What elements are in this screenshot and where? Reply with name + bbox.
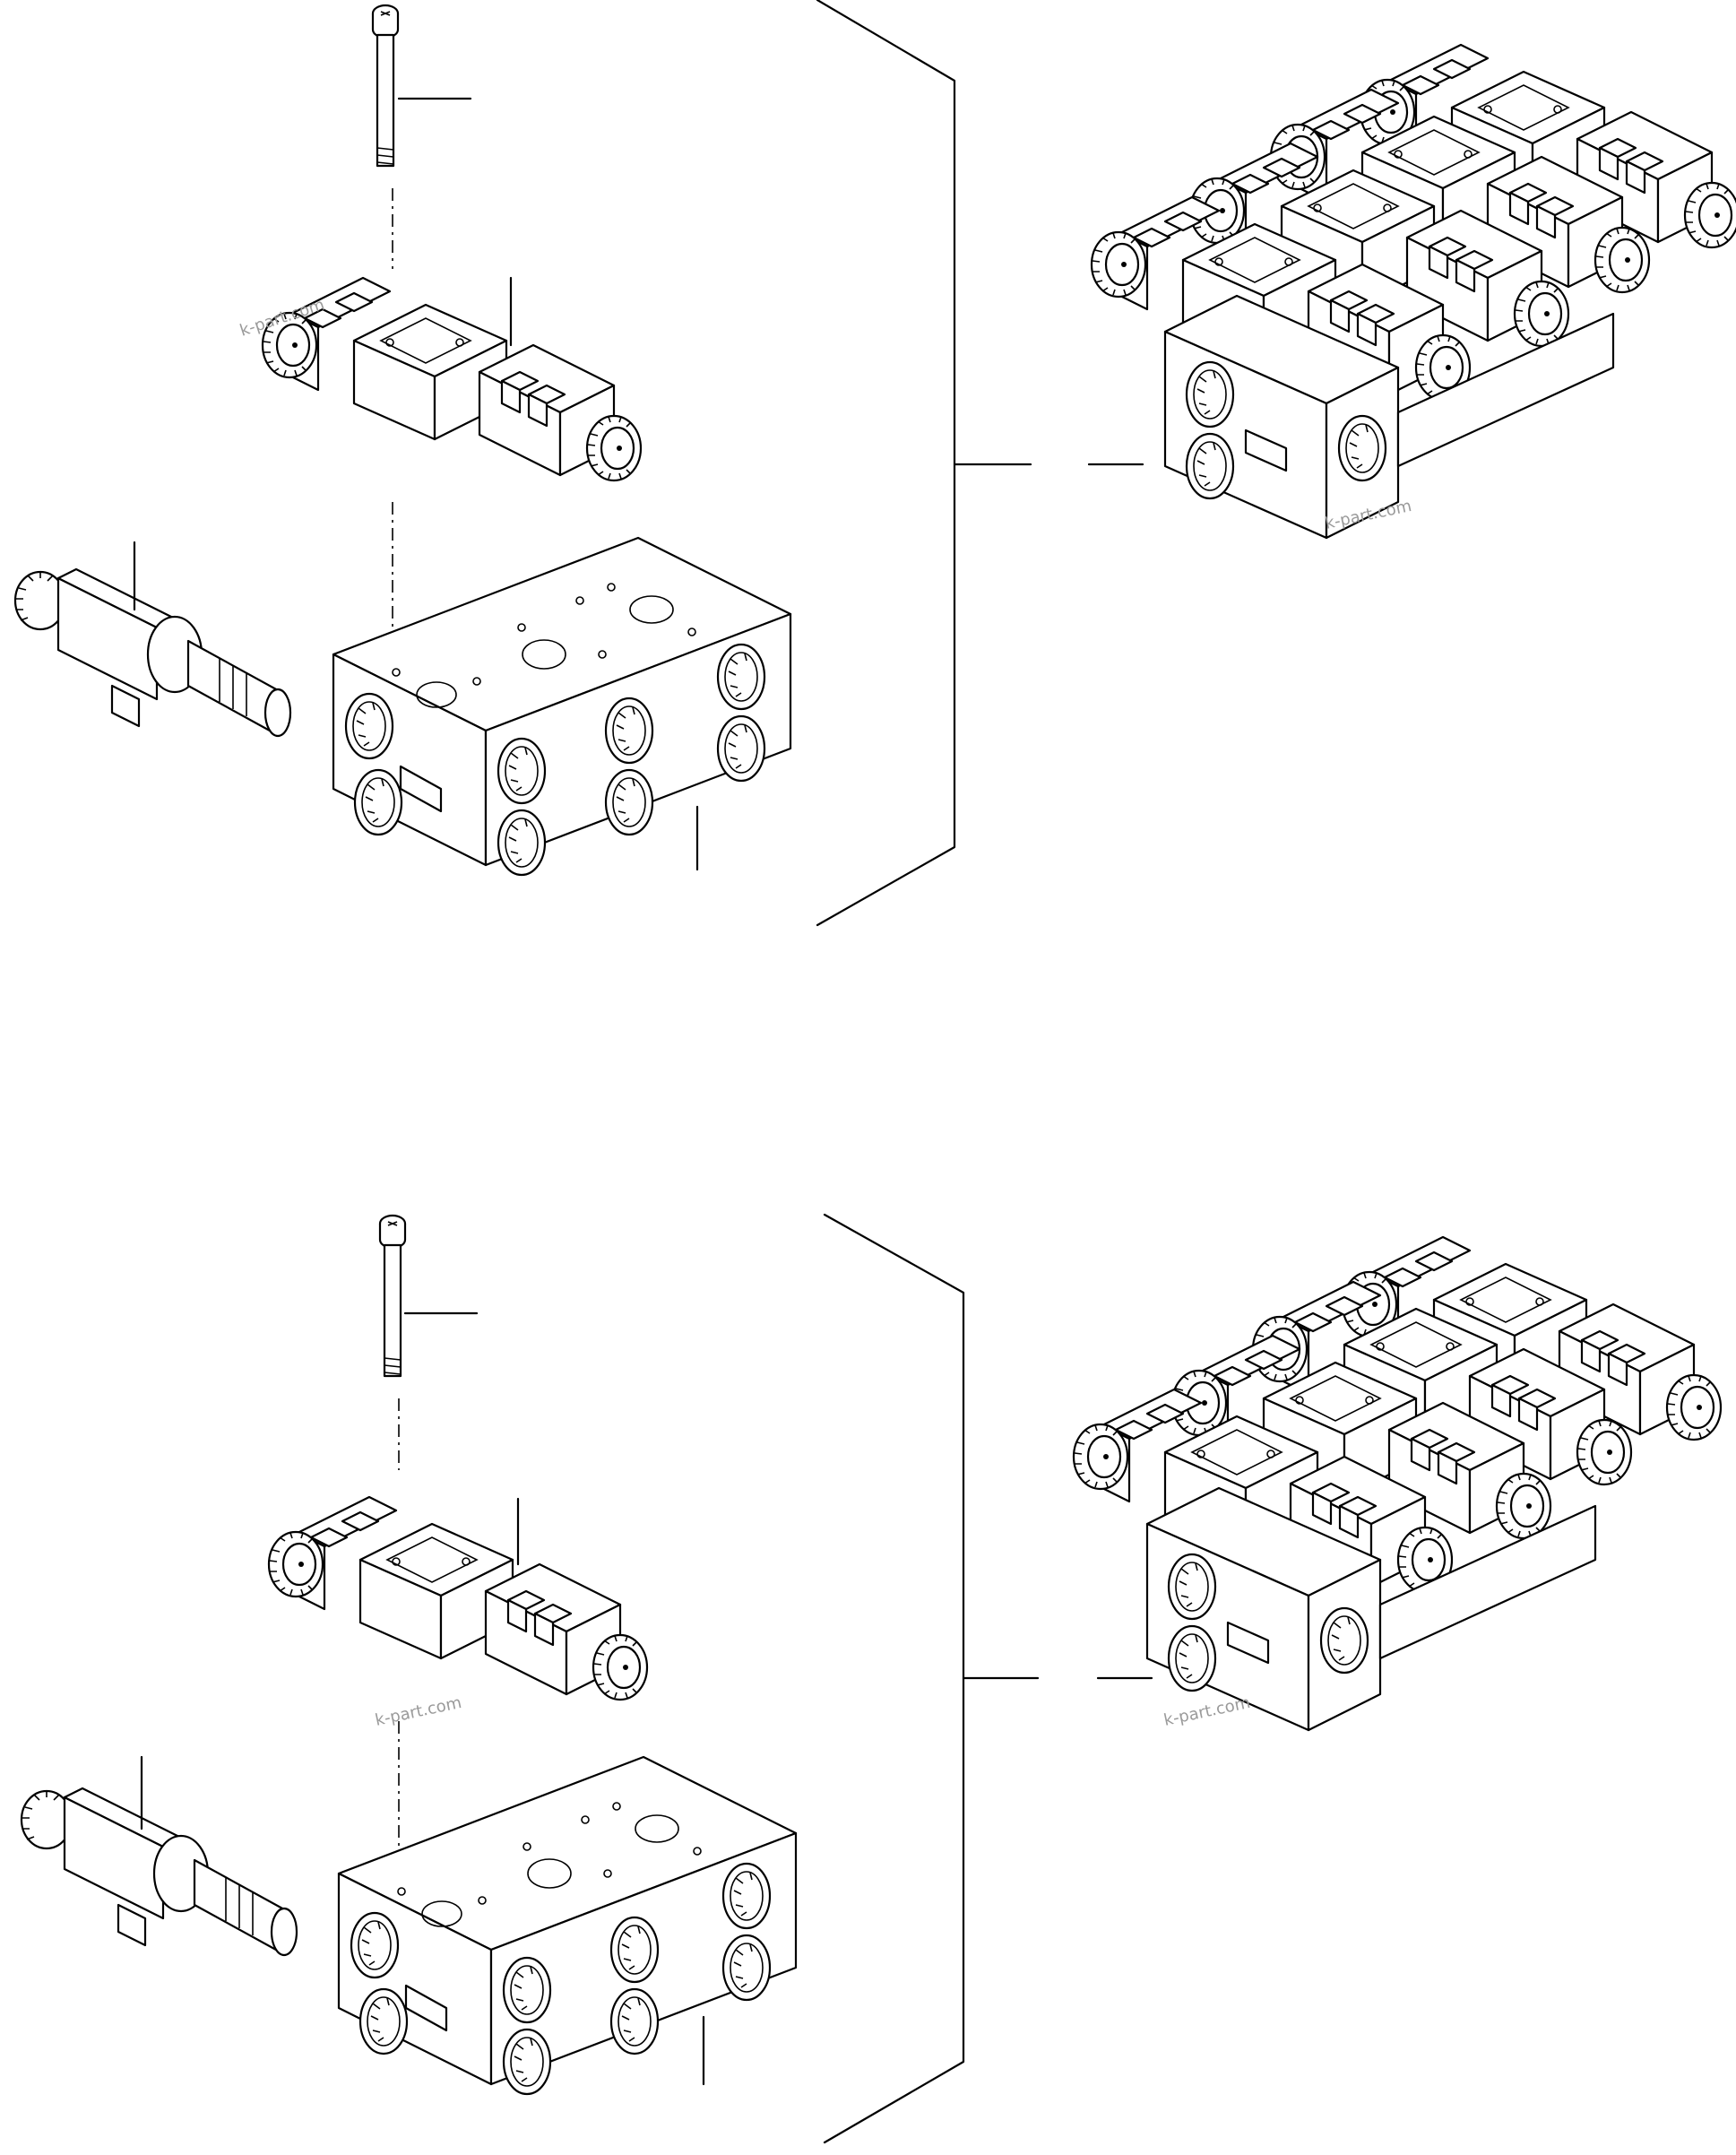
upper-group: k-part.com k-part.com	[13, 0, 1736, 927]
group-bracket	[823, 1213, 965, 2144]
cartridge-valve-part	[13, 567, 292, 738]
lower-group: k-part.com k-part.com	[20, 1213, 1721, 2144]
cartridge-valve-part	[20, 1787, 298, 1957]
manifold-block-part	[339, 1757, 796, 2094]
watermark: k-part.com	[374, 1693, 463, 1730]
valve-assembly-part	[1092, 45, 1736, 538]
bolt-part	[371, 4, 400, 168]
bolt-part	[378, 1214, 407, 1378]
solenoid-valve-part	[269, 1497, 647, 1700]
watermark: k-part.com	[1162, 1693, 1252, 1730]
manifold-block-part	[333, 538, 790, 875]
group-bracket	[816, 0, 956, 927]
valve-assembly-part	[1074, 1237, 1721, 1730]
